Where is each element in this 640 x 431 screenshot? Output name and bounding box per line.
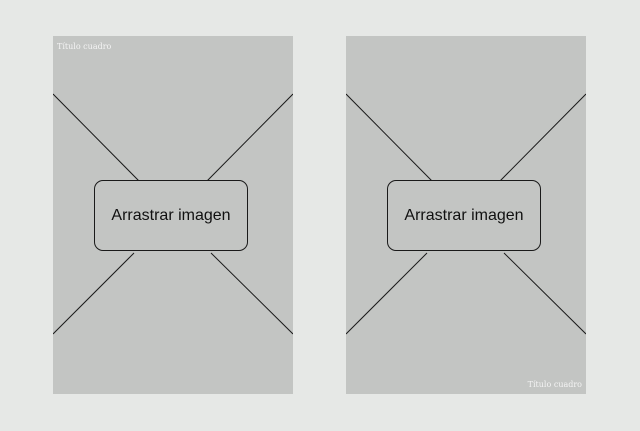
- image-drop-zone-right[interactable]: Arrastrar imagen: [387, 180, 541, 251]
- frame-title-left[interactable]: Título cuadro: [57, 42, 112, 51]
- placeholder-cross-lines: [53, 93, 293, 335]
- photo-frame-right: Arrastrar imagen Título cuadro: [346, 36, 586, 394]
- image-drop-zone-left[interactable]: Arrastrar imagen: [94, 180, 248, 251]
- placeholder-cross-lines: [346, 93, 586, 335]
- drop-zone-label: Arrastrar imagen: [404, 206, 524, 224]
- drop-zone-label: Arrastrar imagen: [111, 206, 231, 224]
- frame-title-right[interactable]: Título cuadro: [527, 380, 582, 389]
- photo-frame-left: Arrastrar imagen Título cuadro: [53, 36, 293, 394]
